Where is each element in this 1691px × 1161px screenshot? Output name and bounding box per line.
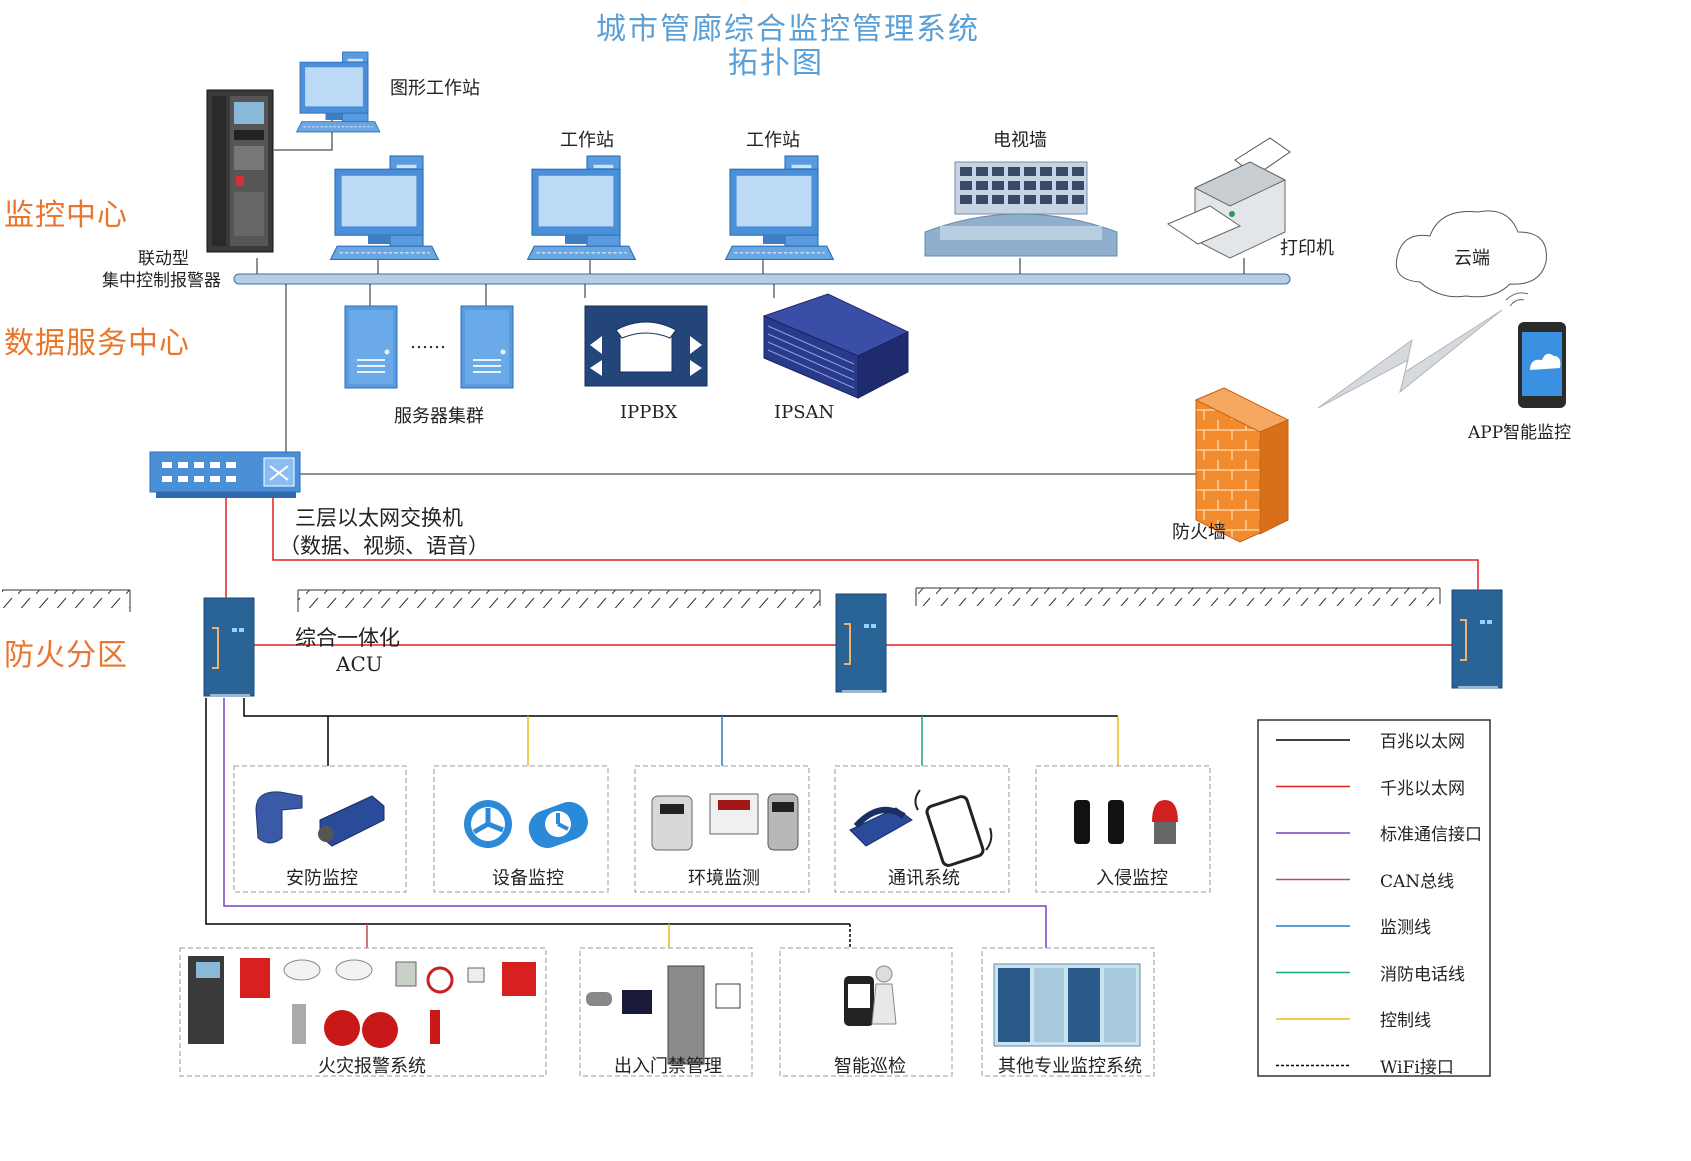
zone-label-data-center: 数据服务中心: [4, 326, 190, 361]
core-switch-icon: [149, 451, 301, 498]
fire-zone-walls: [2, 587, 1441, 612]
label-switch-2: （数据、视频、语音）: [279, 534, 489, 558]
label-server-dots: ……: [410, 332, 446, 353]
label-graphic-workstation: 图形工作站: [390, 78, 480, 99]
server-icon-1: [344, 305, 398, 389]
workstation-icon-2: [527, 155, 636, 260]
legend-label-7: WiFi接口: [1380, 1057, 1454, 1078]
acu-cabinet-1: [203, 597, 255, 698]
label-comms: 通讯系统: [888, 868, 960, 889]
label-ipsan: IPSAN: [774, 402, 835, 423]
zone-label-monitor-center: 监控中心: [4, 198, 128, 233]
label-fire-alarm: 火灾报警系统: [318, 1056, 426, 1077]
label-workstation-1: 工作站: [560, 130, 614, 151]
workstation-icon-3: [725, 155, 834, 260]
patrol-robot-icon: [844, 965, 897, 1026]
server-icon-2: [460, 305, 514, 389]
label-acu-2: ACU: [336, 652, 383, 676]
legend-label-4: 监测线: [1380, 918, 1431, 938]
intrusion-detector-icon: [1074, 800, 1178, 844]
diagram-subtitle: 拓扑图: [728, 46, 824, 81]
fan-icon: [464, 800, 588, 848]
label-security: 安防监控: [286, 868, 358, 889]
label-cloud: 云端: [1454, 248, 1490, 269]
label-ippbx: IPPBX: [620, 402, 678, 423]
wireless-link-icon: [1317, 292, 1529, 409]
ethernet-backbone: [233, 273, 1291, 285]
gigabit-lines: [225, 498, 1479, 646]
legend-label-2: 标准通信接口: [1380, 825, 1482, 845]
legend-label-3: CAN总线: [1380, 871, 1455, 892]
label-alarm-controller-1: 联动型: [138, 249, 189, 269]
label-intrusion: 入侵监控: [1096, 868, 1168, 889]
legend-lines: [1276, 739, 1350, 1067]
control-cabinet-icon: [993, 963, 1141, 1047]
legend-label-1: 千兆以太网: [1380, 778, 1465, 799]
label-alarm-controller-2: 集中控制报警器: [102, 271, 221, 291]
environment-sensor-icon: [651, 793, 799, 851]
legend: [1257, 719, 1491, 1077]
label-acu-1: 综合一体化: [295, 626, 400, 650]
security-camera-icon: [255, 791, 385, 847]
label-access: 出入门禁管理: [614, 1056, 722, 1077]
label-printer: 打印机: [1280, 238, 1334, 259]
label-app: APP智能监控: [1468, 423, 1572, 443]
subsystem-wiring: [205, 698, 1119, 948]
label-video-wall: 电视墙: [993, 130, 1047, 151]
subsystem-boxes: [179, 765, 1211, 1077]
ipsan-icon: [762, 293, 910, 399]
label-patrol: 智能巡检: [834, 1056, 906, 1077]
legend-label-6: 控制线: [1380, 1011, 1431, 1031]
label-environment: 环境监测: [688, 868, 760, 889]
legend-label-0: 百兆以太网: [1380, 732, 1465, 752]
ippbx-icon: [584, 305, 708, 387]
cloud-icon: [1395, 210, 1547, 298]
alarm-controller-cabinet: [206, 89, 274, 253]
acu-cabinet-2: [835, 593, 887, 694]
label-other: 其他专业监控系统: [998, 1056, 1142, 1077]
graphic-workstation-icon: [296, 51, 381, 133]
mobile-app-icon: [1518, 322, 1566, 408]
zone-label-fire-zone: 防火分区: [4, 638, 128, 673]
fire-alarm-devices-icon: [188, 956, 536, 1048]
acu-cabinet-3: [1451, 589, 1503, 690]
video-wall-icon: [924, 161, 1118, 257]
label-workstation-2: 工作站: [746, 130, 800, 151]
label-switch-1: 三层以太网交换机: [295, 506, 463, 530]
printer-icon: [1166, 137, 1291, 259]
diagram-title: 城市管廊综合监控管理系统: [596, 12, 980, 47]
label-firewall: 防火墙: [1172, 522, 1226, 543]
telephone-icon: [849, 789, 993, 867]
label-server-cluster: 服务器集群: [394, 406, 484, 427]
workstation-icon-1: [330, 155, 439, 260]
backbone-drops: [256, 120, 1245, 475]
firewall-icon: [1194, 387, 1290, 543]
label-equipment: 设备监控: [492, 868, 564, 889]
access-control-icon: [586, 965, 741, 1065]
legend-label-5: 消防电话线: [1380, 964, 1465, 985]
